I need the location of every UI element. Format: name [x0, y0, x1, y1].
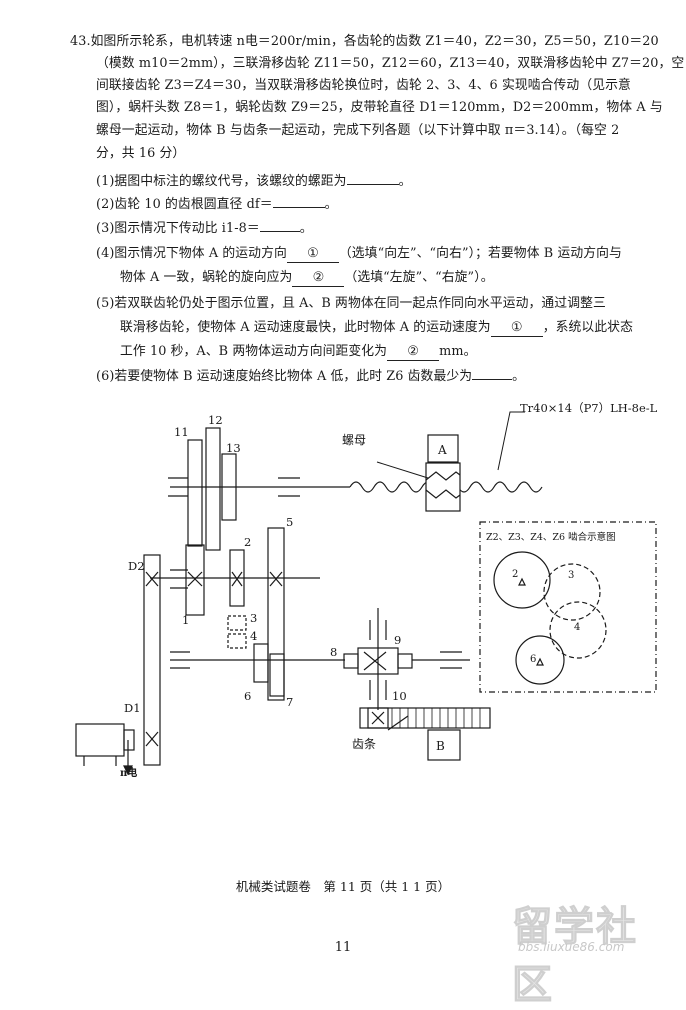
gear-label-13: 13 — [226, 441, 241, 455]
mesh-gear-2 — [493, 551, 551, 609]
gear-1 — [185, 544, 205, 616]
question-line-5: 螺母一起运动，物体 B 与齿条一起运动，完成下列各题（以下计算中取 π＝3.14… — [96, 123, 620, 138]
answer-blank[interactable]: ① — [490, 320, 543, 337]
sub-question-6: (6)若要使物体 B 运动速度始终比物体 A 低，此时 Z6 齿数最少为 。 — [96, 369, 525, 385]
gear-3 — [227, 615, 247, 631]
thread-leader-line — [497, 411, 525, 471]
answer-blank[interactable]: ① — [286, 246, 339, 263]
gear-11 — [187, 439, 203, 547]
object-b-label: B — [436, 739, 445, 753]
item-text: (5)若双联齿轮仍处于图示位置，且 A、B 两物体在同一起点作同向水平运动，通过… — [96, 296, 606, 311]
sub-question-5: (5)若双联齿轮仍处于图示位置，且 A、B 两物体在同一起点作同向水平运动，通过… — [96, 296, 606, 312]
sub-question-3: (3)图示情况下传动比 i1-8＝ 。 — [96, 221, 313, 237]
question-line-1: 43.如图所示轮系，电机转速 n电＝200r/min，各齿轮的齿数 Z1＝40，… — [70, 34, 659, 49]
object-a-box — [427, 434, 459, 463]
mesh-title: Z2、Z3、Z4、Z6 啮合示意图 — [486, 531, 616, 543]
gear-10 — [367, 707, 389, 729]
answer-blank[interactable]: ② — [387, 344, 440, 361]
gear-7 — [269, 653, 285, 697]
gear-6 — [253, 643, 269, 683]
pulley-d2-label: D2 — [128, 559, 145, 573]
sub-question-1: (1)据图中标注的螺纹代号，该螺纹的螺距为 。 — [96, 174, 411, 190]
rack-label: 齿条 — [352, 737, 376, 751]
gear-label-4: 4 — [250, 629, 257, 643]
gear-13 — [221, 453, 237, 521]
item-text: （选填“左旋”、“右旋”）。 — [344, 270, 494, 285]
page-footer: 机械类试题卷 第 11 页（共 1 1 页） — [235, 879, 451, 894]
item-text: (4)图示情况下物体 A 的运动方向 — [96, 246, 287, 261]
item-text: 。 — [512, 369, 526, 384]
mesh-gear-3 — [543, 563, 601, 621]
pulley-d1-label: D1 — [124, 701, 141, 715]
sub-question-2: (2)齿轮 10 的齿根圆直径 df＝ 。 — [96, 197, 338, 213]
answer-blank[interactable] — [259, 231, 300, 232]
gear-label-8: 8 — [330, 645, 337, 659]
page-number: 11 — [334, 940, 352, 955]
answer-blank[interactable] — [272, 207, 325, 208]
gear-label-7: 7 — [286, 695, 293, 709]
gear-train-diagram: Tr40×14（P7）LH-8e-L 螺母 A B 齿条 Z2、Z3、Z4、Z6… — [75, 401, 658, 779]
item-text: ，系统以此状态 — [542, 320, 633, 335]
gear-5 — [267, 527, 285, 701]
object-a-label: A — [437, 443, 447, 457]
item-text: (2)齿轮 10 的齿根圆直径 df＝ — [96, 197, 273, 212]
answer-blank[interactable] — [472, 379, 513, 380]
rack-bar — [359, 707, 491, 729]
gear-label-12: 12 — [208, 413, 223, 427]
thread-code-label: Tr40×14（P7）LH-8e-L — [520, 401, 658, 415]
question-line-4: 图），蜗杆头数 Z8＝1，蜗轮齿数 Z9＝25，皮带轮直径 D1＝120mm，D… — [96, 100, 663, 115]
item-text: 。 — [299, 221, 313, 236]
answer-blank[interactable]: ② — [292, 270, 345, 287]
mesh-label-2: 2 — [512, 569, 518, 580]
gear-12 — [205, 427, 221, 551]
belt — [143, 554, 161, 766]
item-text: (6)若要使物体 B 运动速度始终比物体 A 低，此时 Z6 齿数最少为 — [96, 369, 473, 384]
item-text: 联滑移齿轮，使物体 A 运动速度最快，此时物体 A 的运动速度为 — [120, 320, 491, 335]
mesh-gear-6 — [515, 635, 565, 685]
nut-label: 螺母 — [342, 433, 366, 447]
gear-label-9: 9 — [394, 633, 401, 647]
item-text: (1)据图中标注的螺纹代号，该螺纹的螺距为 — [96, 174, 347, 189]
nut-body — [425, 462, 461, 512]
item-text: 物体 A 一致，蜗轮的旋向应为 — [120, 270, 293, 285]
object-b-box — [427, 729, 461, 761]
gear-2 — [229, 549, 245, 607]
gear-label-1: 1 — [182, 613, 189, 627]
mesh-label-3: 3 — [568, 570, 574, 581]
question-line-3: 间联接齿轮 Z3＝Z4＝30，当双联滑移齿轮换位时，齿轮 2、3、4、6 实现啮… — [96, 78, 631, 93]
mesh-gear-4 — [549, 601, 607, 659]
worm-end — [343, 653, 359, 669]
gear-4 — [227, 633, 247, 649]
gear-label-5: 5 — [286, 515, 293, 529]
item-text: （选填“向左”、“向右”）；若要物体 B 运动方向与 — [338, 246, 622, 261]
motor-speed-label: n电 — [120, 766, 137, 779]
gear-label-6: 6 — [244, 689, 251, 703]
gear-label-3: 3 — [250, 611, 257, 625]
item-text: 。 — [324, 197, 338, 212]
watermark-url: bbs.liuxue86.com — [518, 940, 625, 954]
question-line-6: 分，共 16 分） — [96, 146, 186, 161]
watermark-logo: 留学社区 bbs.liuxue86.com — [512, 894, 672, 1009]
motor — [75, 723, 125, 757]
mesh-label-6: 6 — [530, 654, 536, 665]
mesh-schematic-frame — [479, 521, 657, 693]
item-text: mm。 — [439, 344, 477, 359]
gear-label-10: 10 — [392, 689, 407, 703]
mesh-label-4: 4 — [574, 622, 580, 633]
gear-label-11: 11 — [174, 425, 189, 439]
answer-blank[interactable] — [346, 184, 399, 185]
question-line-2: （模数 m10＝2mm），三联滑移齿轮 Z11＝50，Z12＝60，Z13＝40… — [96, 56, 685, 71]
item-text: 工作 10 秒，A、B 两物体运动方向间距变化为 — [120, 344, 388, 359]
gear-label-2: 2 — [244, 535, 251, 549]
item-text: (3)图示情况下传动比 i1-8＝ — [96, 221, 260, 236]
item-text: 。 — [398, 174, 412, 189]
